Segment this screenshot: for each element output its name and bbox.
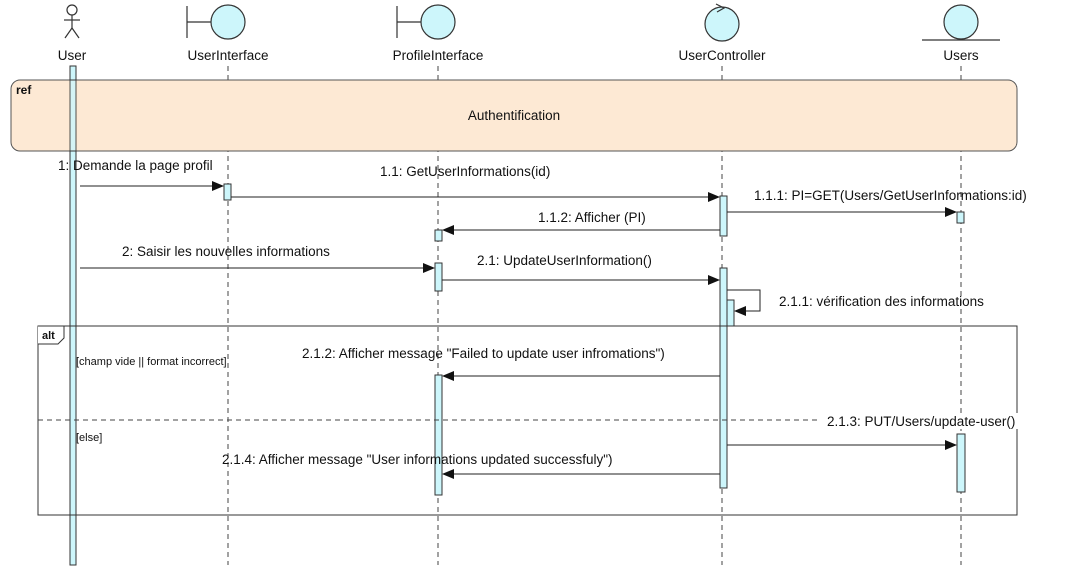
message-1-1-1-label: 1.1.1: PI=GET(Users/GetUserInformations:…: [754, 188, 1027, 203]
boundary-user-interface-icon: [186, 4, 246, 40]
ref-frame-label: Authentification: [468, 108, 560, 123]
activation-users-2: [956, 433, 966, 493]
activation-user-over-ref: [69, 79, 77, 152]
message-1-1-1-arrowhead: [945, 207, 957, 217]
alt-frame-tag-box: [38, 325, 65, 345]
message-2-1-3-label: 2.1.3: PUT/Users/update-user(): [827, 414, 1015, 429]
message-2-arrowhead: [423, 263, 435, 273]
activation-users-1: [956, 211, 965, 224]
activation-user-interface-1: [223, 183, 232, 201]
message-1-1-2-arrowhead: [442, 225, 454, 235]
activation-profile-interface-1: [434, 229, 443, 242]
control-user-controller-icon: [704, 3, 740, 42]
message-1-label: 1: Demande la page profil: [58, 158, 213, 173]
participant-users-label: Users: [943, 48, 979, 63]
message-1-1-label: 1.1: GetUserInformations(id): [380, 164, 550, 179]
activation-user-controller-1: [719, 195, 728, 237]
ref-frame-tag: ref: [16, 83, 32, 97]
alt-guard-2: [else]: [76, 432, 102, 444]
actor-user-icon: [64, 4, 80, 39]
activation-profile-interface-2: [434, 262, 443, 292]
activation-user-controller-2: [719, 267, 728, 489]
message-2-1-3-label-bg: [821, 413, 1061, 429]
message-2-1-4-arrowhead: [442, 469, 454, 479]
activation-user: [69, 65, 77, 566]
message-1-1-2-label: 1.1.2: Afficher (PI): [538, 210, 646, 225]
message-2-label: 2: Saisir les nouvelles informations: [122, 244, 330, 259]
message-2-1-4-label: 2.1.4: Afficher message "User informatio…: [222, 452, 613, 467]
participant-user-interface-label: UserInterface: [187, 48, 268, 63]
message-2-1-3-arrowhead: [945, 440, 957, 450]
alt-frame-tag: alt: [42, 330, 55, 342]
message-2-1-label: 2.1: UpdateUserInformation(): [477, 253, 652, 268]
message-1-1-arrowhead: [708, 192, 720, 202]
participant-profile-interface-label: ProfileInterface: [393, 48, 484, 63]
message-2-1-1-label: 2.1.1: vérification des informations: [779, 294, 984, 309]
participant-user-label: User: [58, 48, 87, 63]
alt-guard-1: [champ vide || format incorrect]: [76, 356, 227, 368]
activation-profile-interface-3: [434, 374, 443, 496]
message-2-1-1-arrowhead: [734, 306, 746, 316]
message-2-1-2-arrowhead: [442, 371, 454, 381]
ref-frame: [10, 79, 1018, 152]
message-2-1-1-line: [727, 289, 761, 312]
participant-user-controller-label: UserController: [678, 48, 766, 63]
entity-users-icon: [922, 4, 1000, 41]
message-2-1-2-label: 2.1.2: Afficher message "Failed to updat…: [302, 346, 665, 361]
boundary-profile-interface-icon: [396, 4, 456, 40]
message-1-arrowhead: [212, 181, 224, 191]
activation-user-controller-self: [726, 299, 735, 327]
message-2-1-arrowhead: [708, 275, 720, 285]
